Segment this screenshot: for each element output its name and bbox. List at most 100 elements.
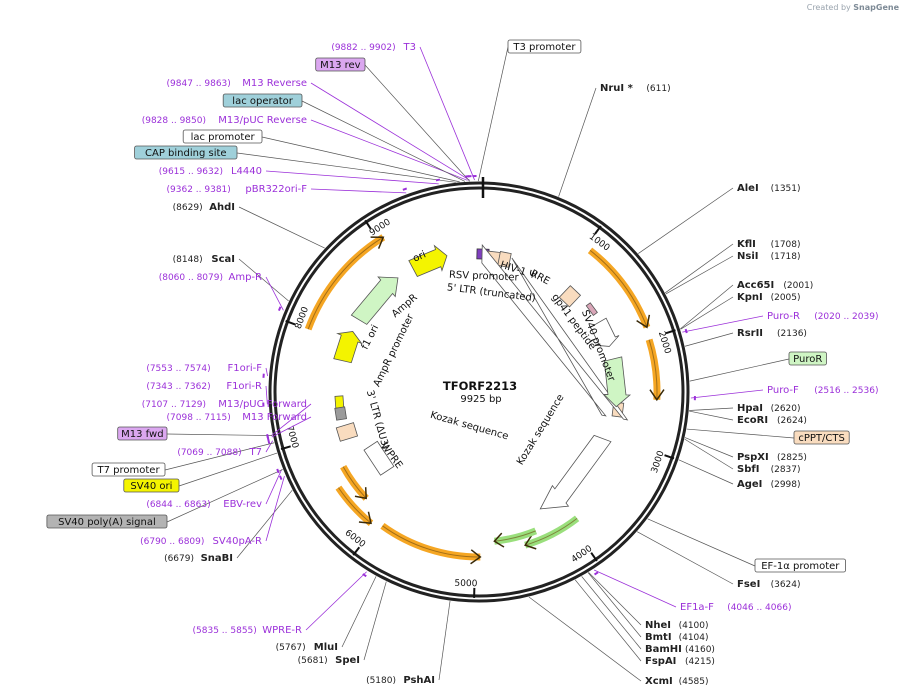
enzyme-position: (2825) bbox=[777, 453, 807, 463]
enzyme-site-mlui[interactable]: MluI(5767) bbox=[276, 642, 338, 653]
enzyme-leader bbox=[689, 407, 734, 411]
primer-name: M13/pUC Forward bbox=[218, 399, 307, 410]
snapgene-logo-text: SnapGene bbox=[853, 3, 899, 12]
enzyme-site-snabi[interactable]: SnaBI(6679) bbox=[164, 553, 233, 564]
feature-orange-3[interactable] bbox=[380, 522, 482, 565]
enzyme-name: PshAI bbox=[403, 675, 435, 686]
feature-orange-4[interactable] bbox=[335, 485, 374, 526]
primer-pbr322ori-f[interactable]: pBR322ori-F(9362 .. 9381) bbox=[167, 184, 408, 195]
feature-green-2[interactable] bbox=[493, 527, 538, 548]
feature-orange-3-arc bbox=[380, 522, 481, 561]
enzyme-site-xcmi[interactable]: XcmI(4585) bbox=[645, 676, 709, 687]
feature-label-lac-operator[interactable]: lac operator bbox=[222, 93, 303, 108]
enzyme-site-acc65i[interactable]: Acc65I(2001) bbox=[737, 280, 813, 291]
primer-position: (9847 .. 9863) bbox=[167, 79, 231, 89]
primer-name: Puro-R bbox=[767, 311, 800, 322]
feature-name: cPPT/CTS bbox=[798, 433, 844, 444]
primer-puro-r[interactable]: Puro-R (2020 .. 2039) bbox=[684, 311, 879, 334]
feature-label-cap-binding-site[interactable]: CAP binding site bbox=[134, 145, 238, 160]
feature-label-sv40-poly-a-signal[interactable]: SV40 poly(A) signal bbox=[46, 514, 168, 529]
enzyme-site-nrui[interactable]: NruI *(611) bbox=[600, 83, 671, 94]
enzyme-site-kpni[interactable]: KpnI(2005) bbox=[737, 292, 801, 303]
enzyme-leader bbox=[638, 187, 734, 254]
enzyme-site-kfli[interactable]: KflI(1708) bbox=[737, 239, 801, 250]
primer-ebv-rev[interactable]: EBV-rev(6844 .. 6863) bbox=[146, 468, 280, 510]
primer-t7[interactable]: T7(7069 .. 7088) bbox=[177, 439, 271, 458]
feature-name: M13 fwd bbox=[121, 429, 163, 440]
feature-box bbox=[123, 478, 180, 493]
feature-label-cppt-cts[interactable]: cPPT/CTS bbox=[793, 430, 850, 445]
enzyme-site-nsii[interactable]: NsiI(1718) bbox=[737, 251, 801, 262]
enzyme-position: (1718) bbox=[771, 252, 801, 262]
primer-name: T3 bbox=[403, 42, 416, 53]
enzyme-site-pshai[interactable]: PshAI(5180) bbox=[366, 675, 435, 686]
enzyme-name: HpaI bbox=[737, 403, 763, 414]
feature-label-t3-promoter[interactable]: T3 promoter bbox=[507, 39, 582, 54]
enzyme-site-alei[interactable]: AleI(1351) bbox=[737, 183, 801, 194]
primer-t3[interactable]: T3(9882 .. 9902) bbox=[331, 42, 477, 178]
enzyme-site-ahdi[interactable]: AhdI(8629) bbox=[173, 202, 235, 213]
feature-label-ef-1-promoter[interactable]: EF-1α promoter bbox=[754, 558, 846, 573]
feature-orange-2-core bbox=[648, 339, 658, 400]
primer-mark bbox=[362, 573, 367, 578]
enzyme-site-ecori[interactable]: EcoRI(2624) bbox=[737, 415, 807, 426]
primer-mark bbox=[279, 475, 283, 481]
feature-label-m13-rev[interactable]: M13 rev bbox=[315, 57, 366, 72]
enzyme-site-fspai[interactable]: FspAI(4215) bbox=[645, 656, 715, 667]
primer-f1ori-r[interactable]: F1ori-R(7343 .. 7362) bbox=[146, 381, 265, 407]
enzyme-site-rsrii[interactable]: RsrII(2136) bbox=[737, 328, 807, 339]
enzyme-site-spei[interactable]: SpeI(5681) bbox=[298, 655, 360, 666]
feature-label-t7-promoter[interactable]: T7 promoter bbox=[91, 462, 166, 477]
enzyme-name: SnaBI bbox=[201, 553, 233, 564]
feature-box bbox=[117, 426, 168, 441]
feature-orange-2[interactable] bbox=[645, 338, 665, 402]
feature-name: PuroR bbox=[793, 354, 822, 365]
primer-name: F1ori-R bbox=[226, 381, 262, 392]
primer-sv40pa-r[interactable]: SV40pA-R(6790 .. 6809) bbox=[140, 475, 283, 547]
primer-position: (2020 .. 2039) bbox=[814, 312, 878, 322]
feature-orange-5[interactable] bbox=[340, 464, 369, 501]
feature-label-sv40-ori[interactable]: SV40 ori bbox=[123, 478, 180, 493]
enzyme-site-pspxi[interactable]: PspXI(2825) bbox=[737, 452, 807, 463]
feature-name: M13 rev bbox=[320, 60, 361, 71]
primer-puro-f[interactable]: Puro-F(2516 .. 2536) bbox=[693, 385, 879, 401]
primer-mark bbox=[435, 178, 441, 182]
enzyme-name: SbfI bbox=[737, 464, 759, 475]
enzyme-site-nhei[interactable]: NheI(4100) bbox=[645, 620, 709, 631]
primer-f1ori-f[interactable]: F1ori-F(7553 .. 7574) bbox=[146, 363, 265, 378]
feature-green-2-arrow bbox=[493, 532, 505, 548]
primer-wpre-r[interactable]: WPRE-R(5835 .. 5855) bbox=[193, 573, 367, 636]
feature-label-puror[interactable]: PuroR bbox=[788, 351, 827, 366]
inner-label-5-ltr-truncated: 5' LTR (truncated) bbox=[446, 282, 536, 304]
feature-label-lac-promoter[interactable]: lac promoter bbox=[182, 129, 263, 144]
primer-ef1a-f[interactable]: EF1a-F(4046 .. 4066) bbox=[594, 571, 792, 613]
feature-green-1[interactable] bbox=[524, 515, 580, 550]
feature-label-m13-fwd[interactable]: M13 fwd bbox=[117, 426, 168, 441]
primer-mark bbox=[402, 187, 408, 191]
feature-leader bbox=[261, 136, 460, 183]
feature-orange-1[interactable] bbox=[587, 247, 651, 329]
enzyme-leader bbox=[684, 437, 734, 458]
enzyme-site-bmti[interactable]: BmtI(4104) bbox=[645, 632, 709, 643]
primer-amp-r[interactable]: Amp-R(8060 .. 8079) bbox=[159, 272, 282, 311]
enzyme-position: (2837) bbox=[771, 465, 801, 475]
feature-orange-6[interactable] bbox=[304, 234, 386, 331]
enzyme-site-scai[interactable]: ScaI(8148) bbox=[173, 254, 235, 265]
primer-m13-puc-reverse[interactable]: M13/pUC Reverse(9828 .. 9850) bbox=[142, 115, 470, 178]
outer-strand bbox=[268, 181, 690, 603]
primer-name: SV40pA-R bbox=[213, 536, 262, 547]
enzyme-site-sbfi[interactable]: SbfI (2837) bbox=[737, 464, 801, 475]
enzyme-leader bbox=[238, 206, 325, 249]
enzyme-position: (4104) bbox=[679, 633, 709, 643]
sv40-ori-block bbox=[334, 395, 345, 409]
enzyme-site-fsei[interactable]: FseI(3624) bbox=[737, 579, 801, 590]
feature-box bbox=[754, 558, 846, 573]
primer-position: (9828 .. 9850) bbox=[142, 116, 206, 126]
enzyme-position: (8148) bbox=[173, 255, 203, 265]
enzyme-site-bamhi[interactable]: BamHI(4160) bbox=[645, 644, 715, 655]
primer-position: (5835 .. 5855) bbox=[193, 626, 257, 636]
primer-l4440[interactable]: L4440(9615 .. 9632) bbox=[159, 166, 441, 182]
primer-m13-reverse[interactable]: M13 Reverse(9847 .. 9863) bbox=[167, 78, 472, 178]
enzyme-site-agei[interactable]: AgeI(2998) bbox=[737, 479, 801, 490]
enzyme-site-hpai[interactable]: HpaI(2620) bbox=[737, 403, 801, 414]
